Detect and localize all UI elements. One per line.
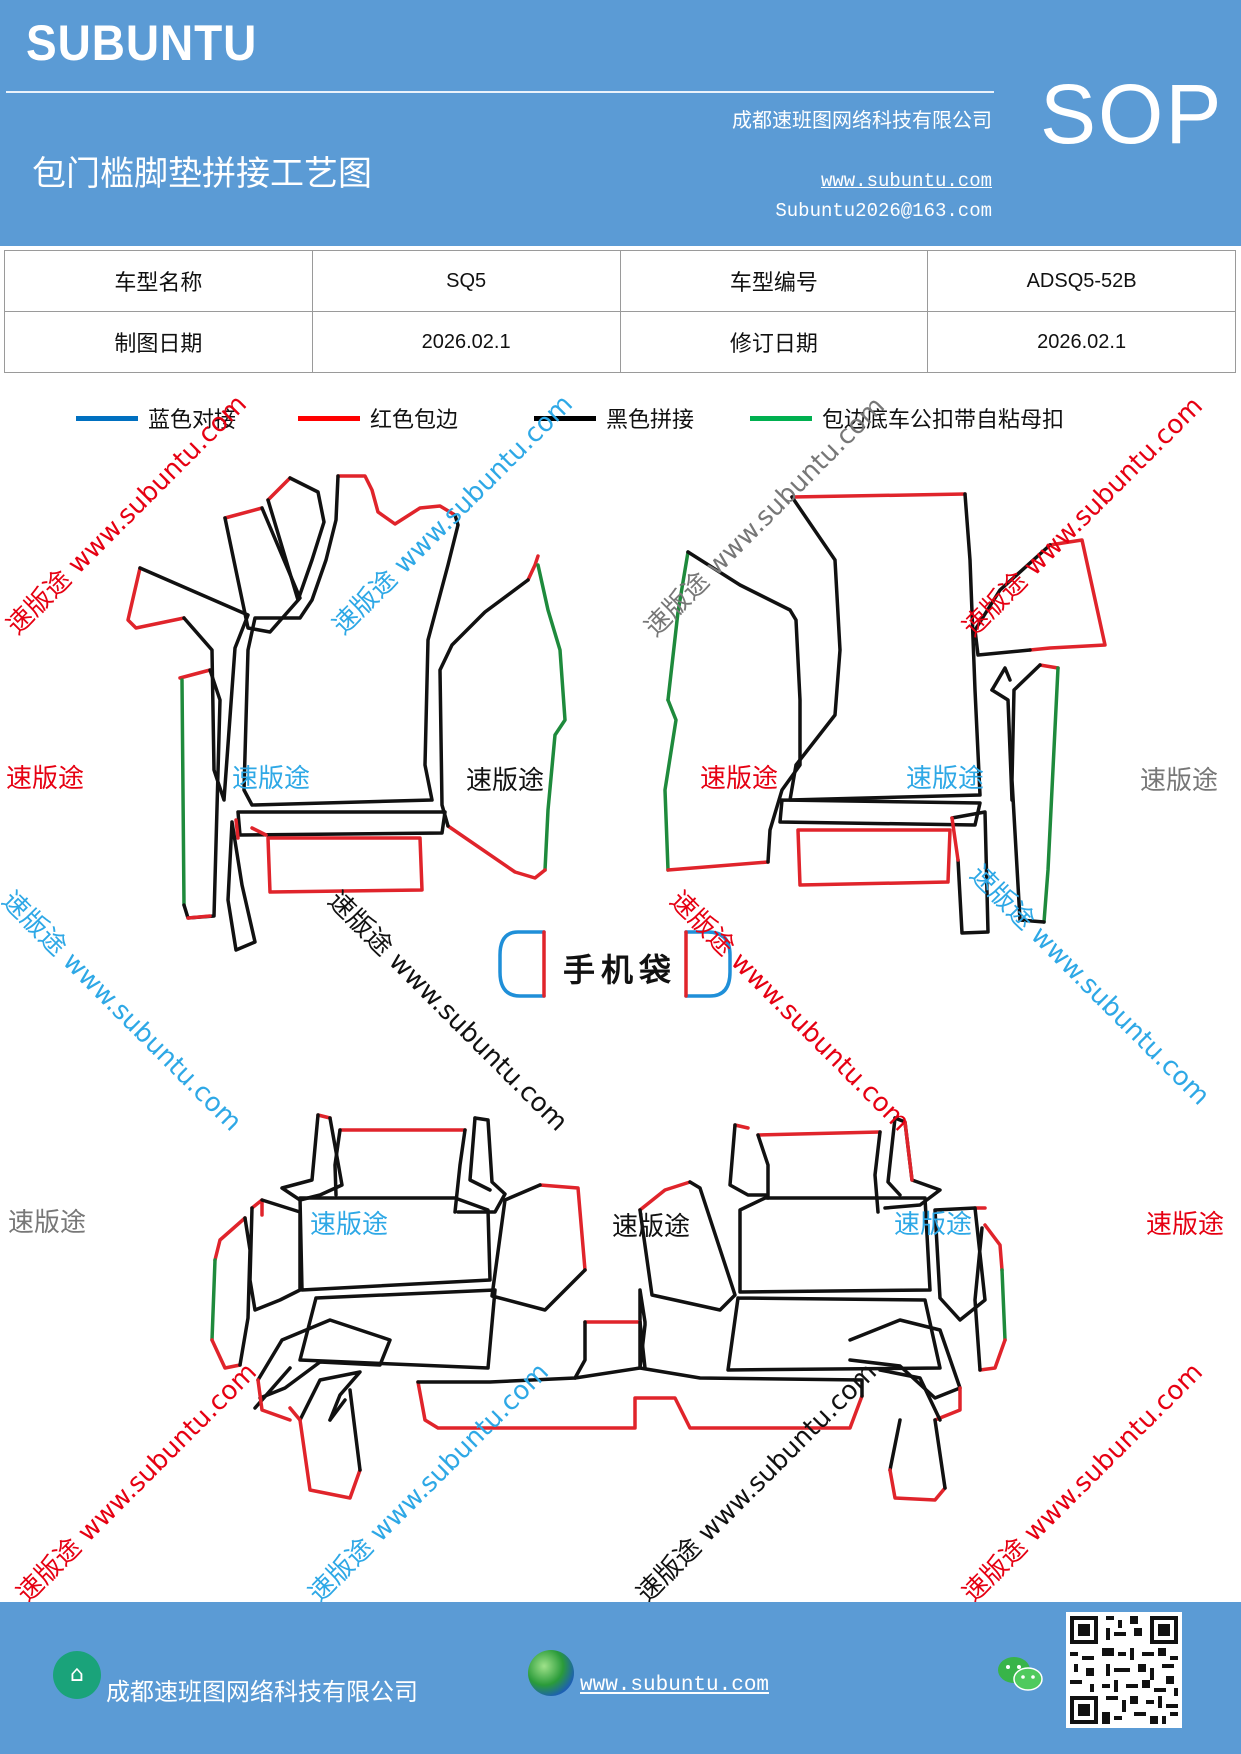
watermark-brand: 速版途 [6,764,85,794]
legend-swatch [750,415,812,421]
footer-website-link[interactable]: www.subuntu.com [580,1674,770,1697]
watermark-brand: 速版途 [700,764,779,794]
sop-label: SOP [1040,67,1224,161]
watermark-brand: 速版途 [612,1212,691,1242]
globe-icon [528,1650,574,1696]
watermark-brand: 速版途 [466,766,545,796]
table-cell: 车型编号 [619,250,929,312]
table-row: 车型名称 SQ5 车型编号 ADSQ5-52B [4,250,1236,312]
watermark-brand: 速版途 [894,1210,973,1240]
watermark-brand: 速版途 [232,764,311,794]
legend-swatch [534,415,596,421]
rear-mat-pieces [210,1113,1007,1502]
table-cell: 2026.02.1 [927,311,1236,373]
watermark-brand: 速版途 [310,1210,389,1240]
footer: ⌂ 成都速班图网络科技有限公司 www.subuntu.com [0,1602,1241,1754]
watermark-brand: 速版途 [1146,1210,1225,1240]
watermark-brand: 速版途 [1140,766,1219,796]
table-cell: SQ5 [311,250,621,312]
legend-label: 黑色拼接 [606,408,695,433]
legend-swatch [298,415,360,421]
legend-label: 红色包边 [370,408,459,433]
table-cell: ADSQ5-52B [927,250,1236,312]
home-icon: ⌂ [53,1651,101,1699]
vehicle-info-table: 车型名称 SQ5 车型编号 ADSQ5-52B 制图日期 2026.02.1 修… [4,250,1236,373]
front-left-mat-pieces [126,474,567,952]
table-cell: 制图日期 [4,311,313,373]
table-row: 制图日期 2026.02.1 修订日期 2026.02.1 [4,311,1236,373]
legend-item-red: 红色包边 [298,403,458,433]
header-divider [6,91,994,93]
phone-bag-pieces [498,930,732,998]
table-cell: 修订日期 [619,311,929,373]
watermark-brand: 速版途 [8,1208,87,1238]
brand-logo: SUBUNTU [26,15,258,71]
header: SUBUNTU SOP 成都速班图网络科技有限公司 包门槛脚垫拼接工艺图 www… [0,0,1241,246]
legend-label: 蓝色对接 [148,408,237,433]
website-link[interactable]: www.subuntu.com [820,170,992,192]
company-name: 成都速班图网络科技有限公司 [732,108,992,132]
legend-item-black: 黑色拼接 [534,403,694,433]
wechat-icon [998,1657,1043,1691]
legend-item-green: 包边底车公扣带自粘母扣 [750,403,1064,433]
legend-item-blue: 蓝色对接 [76,403,236,433]
table-cell: 车型名称 [4,250,313,312]
page-title: 包门槛脚垫拼接工艺图 [32,154,372,194]
table-cell: 2026.02.1 [311,311,621,373]
legend-swatch [76,415,138,421]
front-right-mat-pieces [663,492,1107,935]
email-address: Subuntu2026@163.com [775,200,992,222]
watermark-brand: 速版途 [906,764,985,794]
phone-bag-label: 手机袋 [563,951,678,989]
footer-company: 成都速班图网络科技有限公司 [106,1678,418,1706]
legend-label: 包边底车公扣带自粘母扣 [822,408,1065,433]
qr-code [1066,1612,1182,1728]
